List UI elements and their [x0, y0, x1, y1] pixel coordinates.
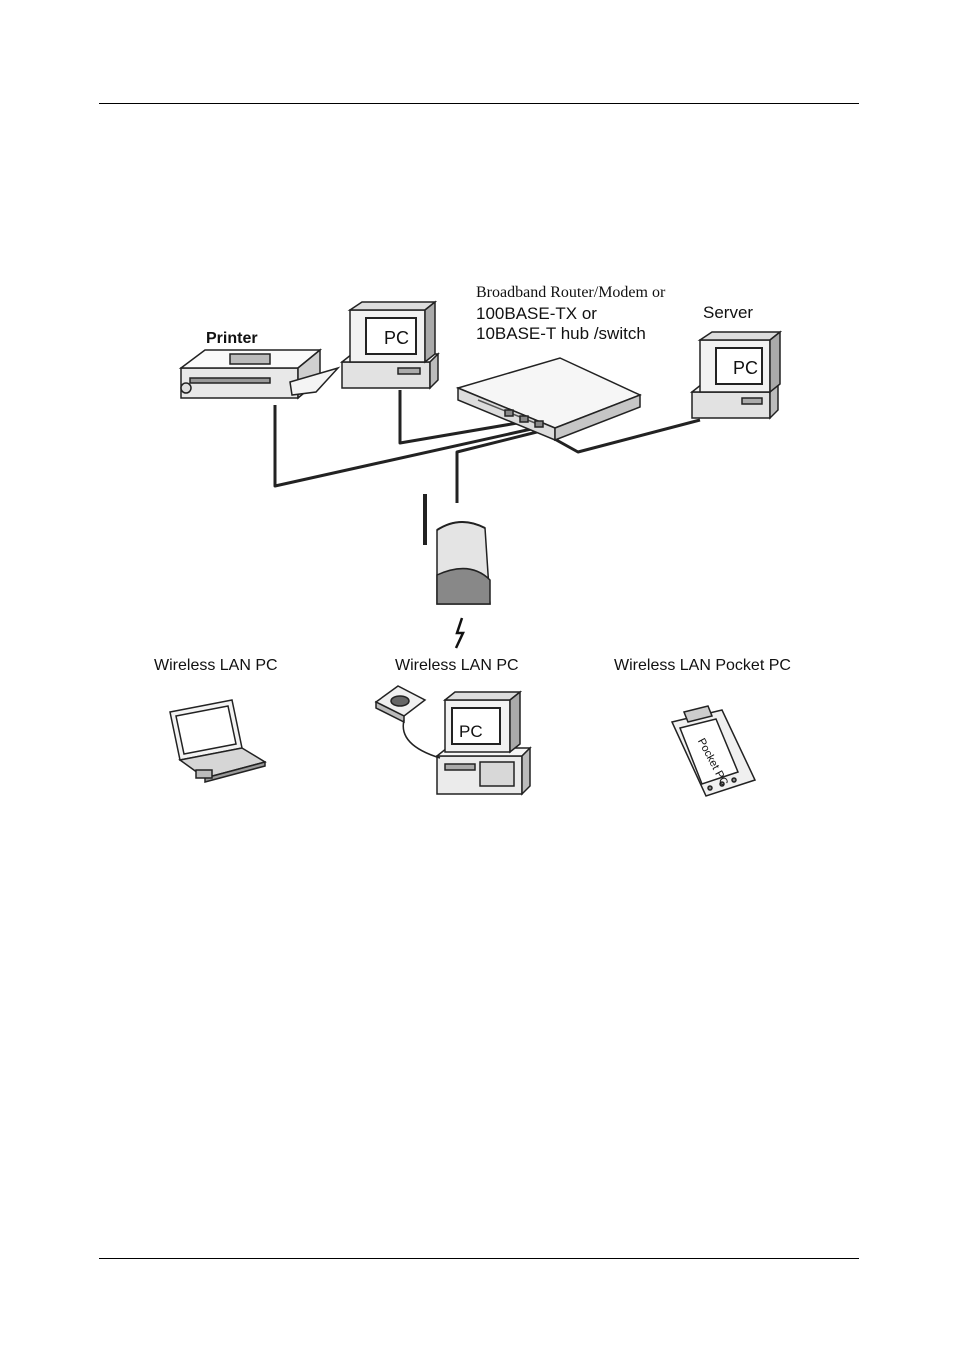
wireless-pocket-label: Wireless LAN Pocket PC — [614, 657, 791, 674]
wireless-desktop-label: Wireless LAN PC — [395, 657, 519, 674]
pocket-pc-icon — [670, 705, 757, 797]
wireless-signal-icon — [454, 617, 465, 649]
wireless-laptop-label: Wireless LAN PC — [154, 657, 278, 674]
cable-access-point — [455, 426, 554, 503]
server-pc-label: PC — [733, 358, 758, 378]
router-label-line1: Broadband Router/Modem or — [476, 284, 666, 301]
header-rule — [99, 103, 859, 104]
server-label: Server — [703, 303, 753, 322]
wireless-desktop-icon — [374, 685, 532, 796]
pc-top-label: PC — [384, 328, 409, 348]
router-icon — [455, 357, 642, 442]
desktop-pc-label: PC — [459, 722, 483, 741]
router-label-line2: 100BASE-TX or — [476, 304, 597, 323]
cable-printer — [273, 405, 546, 488]
printer-label: Printer — [206, 330, 258, 347]
access-point-icon — [423, 494, 491, 605]
cable-pc-top — [398, 390, 536, 445]
pc-top-icon — [339, 300, 440, 390]
printer-icon — [178, 348, 341, 400]
server-icon — [689, 330, 783, 420]
router-label-line3: 10BASE-T hub /switch — [476, 324, 646, 343]
laptop-icon — [169, 699, 267, 783]
footer-rule — [99, 1258, 859, 1259]
